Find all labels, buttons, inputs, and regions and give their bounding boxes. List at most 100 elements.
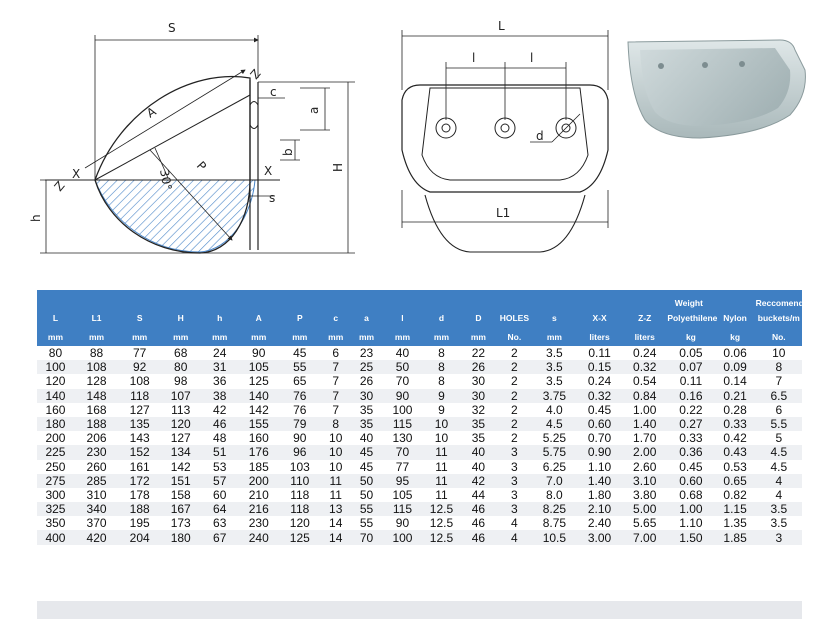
table-cell: 3.00 bbox=[576, 530, 623, 545]
table-cell: 420 bbox=[73, 530, 120, 545]
dim-c: c bbox=[270, 85, 277, 99]
technical-drawings: S A P 30° X X Z Z c a b s H bbox=[0, 0, 831, 280]
table-cell: 158 bbox=[160, 487, 202, 503]
table-cell: 88 bbox=[73, 346, 120, 361]
table-cell: 2.00 bbox=[622, 445, 668, 460]
table-cell: 113 bbox=[160, 402, 202, 417]
table-cell: 400 bbox=[37, 530, 74, 545]
table-cell: 0.53 bbox=[714, 459, 756, 474]
table-cell: 100 bbox=[381, 402, 423, 417]
table-cell: 2.40 bbox=[576, 516, 623, 531]
table-cell: 1.85 bbox=[714, 530, 756, 545]
table-cell: 11 bbox=[320, 487, 352, 503]
table-cell: 188 bbox=[73, 416, 120, 432]
table-cell: 77 bbox=[119, 346, 161, 361]
table-cell: 3 bbox=[496, 502, 532, 517]
table-cell: 30 bbox=[459, 374, 497, 389]
table-cell: 127 bbox=[160, 431, 202, 446]
table-cell: 206 bbox=[73, 431, 120, 446]
table-cell: 2 bbox=[496, 374, 532, 389]
table-cell: 188 bbox=[119, 502, 161, 517]
table-cell: 12.5 bbox=[422, 502, 460, 517]
table-cell: 68 bbox=[160, 346, 202, 361]
table-cell: 151 bbox=[160, 473, 202, 488]
table-cell: 10.5 bbox=[531, 530, 577, 545]
table-cell: 216 bbox=[238, 502, 280, 517]
table-cell: 53 bbox=[201, 459, 239, 474]
table-cell: 0.70 bbox=[576, 431, 623, 446]
column-unit: mm bbox=[238, 327, 280, 346]
table-cell: 0.05 bbox=[667, 346, 715, 361]
table-cell: 0.22 bbox=[667, 402, 715, 417]
table-cell: 1.50 bbox=[667, 530, 715, 545]
table-cell: 40 bbox=[459, 445, 497, 460]
table-cell: 2 bbox=[496, 431, 532, 446]
column-unit: liters bbox=[622, 327, 668, 346]
dim-L: L bbox=[498, 19, 505, 33]
table-cell: 120 bbox=[279, 516, 321, 531]
table-cell: 46 bbox=[459, 502, 497, 517]
table-cell: 3.5 bbox=[531, 374, 577, 389]
table-cell: 127 bbox=[119, 402, 161, 417]
column-unit: liters bbox=[576, 327, 623, 346]
table-cell: 55 bbox=[351, 516, 382, 531]
dim-a: a bbox=[307, 107, 321, 114]
table-cell: 0.60 bbox=[576, 416, 623, 432]
table-cell: 14 bbox=[320, 530, 352, 545]
table-cell: 115 bbox=[381, 416, 423, 432]
column-header: h bbox=[201, 308, 239, 327]
table-cell: 4 bbox=[755, 487, 802, 503]
table-cell: 51 bbox=[201, 445, 239, 460]
column-header: Z-Z bbox=[622, 308, 668, 327]
table-cell: 0.33 bbox=[667, 431, 715, 446]
bucket-front-drawing: L l l d L1 bbox=[401, 19, 609, 253]
table-cell: 0.45 bbox=[576, 402, 623, 417]
table-cell: 55 bbox=[279, 360, 321, 375]
table-cell: 107 bbox=[160, 388, 202, 403]
table-cell: 42 bbox=[459, 473, 497, 488]
table-cell: 10 bbox=[320, 445, 352, 460]
table-cell: 200 bbox=[37, 431, 74, 446]
table-cell: 3 bbox=[496, 487, 532, 503]
column-unit: No. bbox=[496, 327, 532, 346]
table-cell: 300 bbox=[37, 487, 74, 503]
table-cell: 0.54 bbox=[622, 374, 668, 389]
column-header: l bbox=[381, 308, 423, 327]
table-cell: 0.16 bbox=[667, 388, 715, 403]
table-cell: 0.21 bbox=[714, 388, 756, 403]
table-cell: 3 bbox=[496, 459, 532, 474]
table-cell: 63 bbox=[201, 516, 239, 531]
table-cell: 4.5 bbox=[531, 416, 577, 432]
table-cell: 168 bbox=[73, 402, 120, 417]
column-header: D bbox=[459, 308, 497, 327]
table-cell: 1.35 bbox=[714, 516, 756, 531]
table-cell: 0.43 bbox=[714, 445, 756, 460]
table-cell: 44 bbox=[459, 487, 497, 503]
bucket-profile-drawing: S A P 30° X X Z Z c a b s H bbox=[29, 21, 355, 254]
table-cell: 125 bbox=[279, 530, 321, 545]
table-cell: 167 bbox=[160, 502, 202, 517]
table-cell: 225 bbox=[37, 445, 74, 460]
table-cell: 140 bbox=[37, 388, 74, 403]
table-cell: 142 bbox=[238, 402, 280, 417]
table-cell: 76 bbox=[279, 402, 321, 417]
table-cell: 134 bbox=[160, 445, 202, 460]
table-cell: 57 bbox=[201, 473, 239, 488]
table-cell: 3.10 bbox=[622, 473, 668, 488]
dim-L1: L1 bbox=[496, 206, 510, 220]
table-cell: 5.25 bbox=[531, 431, 577, 446]
table-cell: 370 bbox=[73, 516, 120, 531]
column-header: s bbox=[531, 308, 577, 327]
table-cell: 4 bbox=[496, 516, 532, 531]
table-cell: 125 bbox=[238, 374, 280, 389]
table-cell: 70 bbox=[381, 374, 423, 389]
table-cell: 2 bbox=[496, 388, 532, 403]
table-cell: 80 bbox=[160, 360, 202, 375]
table-cell: 13 bbox=[320, 502, 352, 517]
table-cell: 10 bbox=[320, 431, 352, 446]
dim-H: H bbox=[331, 163, 345, 172]
table-cell: 115 bbox=[381, 502, 423, 517]
table-cell: 0.07 bbox=[667, 360, 715, 375]
